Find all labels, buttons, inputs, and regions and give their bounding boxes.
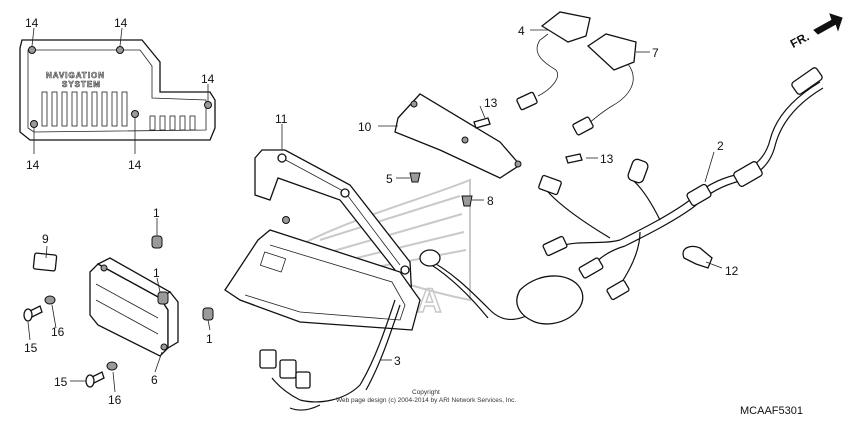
navigation-cover: NAVIGATION SYSTEM xyxy=(19,39,216,141)
copyright-line-1: Copyright xyxy=(412,389,440,396)
callout-1: 1 xyxy=(206,332,213,346)
screw-part-13 xyxy=(473,117,583,164)
callout-14: 14 xyxy=(128,158,142,172)
callout-8: 8 xyxy=(487,194,494,208)
callout-9: 9 xyxy=(42,232,49,246)
callout-15: 15 xyxy=(24,341,38,355)
navigation-unit-part-6 xyxy=(89,257,179,357)
screw-hole-icon xyxy=(28,46,36,54)
callout-4: 4 xyxy=(518,24,525,38)
callout-6: 6 xyxy=(151,373,158,387)
callout-14: 14 xyxy=(114,16,128,30)
gps-antenna-part-4 xyxy=(516,11,591,111)
front-direction-label: FR. xyxy=(788,29,812,50)
cover-louvers xyxy=(41,91,196,131)
callout-14: 14 xyxy=(25,16,39,30)
callout-13: 13 xyxy=(600,152,614,166)
diagram-code: MCAAF5301 xyxy=(740,405,803,417)
bracket-part-11 xyxy=(254,149,413,306)
callout-16: 16 xyxy=(108,393,122,407)
screw-hole-icon xyxy=(30,120,38,128)
screw-part-8 xyxy=(461,195,473,207)
navigation-tray xyxy=(224,229,421,331)
wire-harness-part-3 xyxy=(259,249,584,411)
bracket-part-10 xyxy=(394,93,522,179)
front-direction-indicator: FR. xyxy=(788,13,843,51)
screw-hole-icon xyxy=(116,46,124,54)
screw-hole-icon xyxy=(204,101,212,109)
screw-hole-icon xyxy=(131,110,139,118)
grommet-part-1 xyxy=(151,235,214,321)
callout-1: 1 xyxy=(153,206,160,220)
callout-5: 5 xyxy=(386,172,393,186)
callout-3: 3 xyxy=(394,354,401,368)
washer-part-16 xyxy=(44,295,118,371)
callout-13: 13 xyxy=(484,96,498,110)
callout-10: 10 xyxy=(358,120,372,134)
clamp-part-12 xyxy=(682,245,713,269)
cover-text-navigation: NAVIGATION xyxy=(46,71,105,80)
callout-2: 2 xyxy=(717,139,724,153)
screw-part-5 xyxy=(409,172,421,183)
callout-15: 15 xyxy=(54,375,68,389)
label-part-9 xyxy=(32,252,58,272)
wire-harness-part-2 xyxy=(538,67,824,301)
callout-11: 11 xyxy=(275,112,288,126)
copyright-line-2: Web page design (c) 2004-2014 by ARI Net… xyxy=(336,397,516,404)
callout-12: 12 xyxy=(725,264,739,278)
callout-1: 1 xyxy=(153,266,160,280)
callout-14: 14 xyxy=(26,158,40,172)
callout-7: 7 xyxy=(652,46,659,60)
callout-14: 14 xyxy=(201,72,215,86)
antenna-part-7 xyxy=(572,33,637,136)
arrow-right-icon xyxy=(813,13,843,35)
leader-lines xyxy=(27,27,723,393)
callout-16: 16 xyxy=(51,325,65,339)
cover-text-system: SYSTEM xyxy=(62,80,101,89)
callout-labels: 14 14 14 14 14 4 7 10 13 13 5 8 2 12 3 1… xyxy=(24,16,739,407)
